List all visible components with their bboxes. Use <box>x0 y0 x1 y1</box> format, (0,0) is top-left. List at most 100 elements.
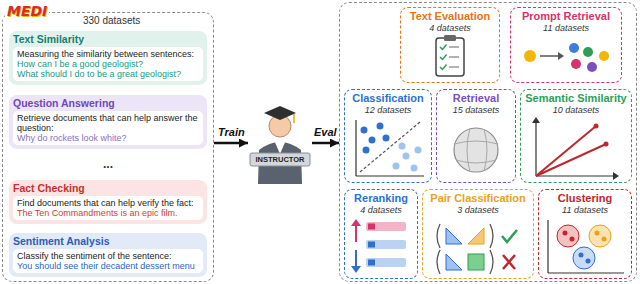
edge-label: Eval <box>313 126 338 139</box>
dataset-collection: MEDI330 datasetsText SimilarityMeasuring… <box>2 12 214 282</box>
instruction-text: Classify the sentiment of the sentence: <box>17 251 199 261</box>
ellipsis: ... <box>9 158 207 170</box>
class-dot <box>411 165 418 172</box>
query-dot <box>524 50 536 62</box>
pair-brackets <box>437 224 493 274</box>
instruction-panel: Measuring the similarity between sentenc… <box>13 47 203 81</box>
dataset-count: 10 datasets <box>521 105 631 116</box>
class-dot <box>393 163 400 170</box>
category-title: Pair Classification <box>423 192 533 205</box>
instruction-text: Measuring the similarity between sentenc… <box>17 49 199 59</box>
example-text: You should see their decadent dessert me… <box>17 261 199 271</box>
dataset-count: 3 datasets <box>423 205 533 216</box>
task-card: Text SimilarityMeasuring the similarity … <box>9 31 207 85</box>
instructor-shirt <box>274 140 286 154</box>
model-name: INSTRUCTOR <box>248 153 312 166</box>
cluster-point <box>586 259 591 264</box>
arrow-connector <box>214 142 248 145</box>
cluster <box>557 225 579 247</box>
category-title: Semantic Similarity <box>521 92 631 105</box>
rank-marker <box>368 224 375 230</box>
instruction-panel: Find documents that can help verify the … <box>13 196 203 220</box>
example-text: Why do rockets look white? <box>17 133 199 143</box>
class-dot <box>377 123 384 130</box>
task-title: Text Similarity <box>13 33 203 46</box>
category-title: Reranking <box>345 192 417 205</box>
prompt-dot <box>599 51 609 61</box>
clustering-icon <box>548 220 624 273</box>
retrieval-arrow <box>540 55 558 57</box>
pair-classification-icon <box>437 224 517 274</box>
decision-line <box>360 122 420 172</box>
eval-category: Clustering11 datasets <box>538 189 632 279</box>
vector-axes <box>536 122 614 176</box>
category-title: Prompt Retrieval <box>511 10 621 23</box>
evaluation-panel: Text Evaluation4 datasetsPrompt Retrieva… <box>339 2 637 282</box>
cluster-point <box>570 237 575 242</box>
task-title: Sentiment Analysis <box>13 235 203 248</box>
arrow-connector <box>312 142 339 145</box>
prompt-dot <box>569 43 579 53</box>
task-card: Sentiment AnalysisClassify the sentiment… <box>9 233 207 277</box>
example-text: How can I be a good geologist? <box>17 59 199 69</box>
up-arrowhead <box>351 219 361 226</box>
rank-bar <box>366 258 406 267</box>
eval-category: Semantic Similarity10 datasets <box>520 89 632 183</box>
dataset-count: 330 datasets <box>83 15 140 27</box>
instruction-text: Retrieve documents that can help answer … <box>17 113 199 133</box>
class-dot <box>399 143 406 150</box>
instruction-panel: Classify the sentiment of the sentence:Y… <box>13 249 203 273</box>
dataset-count: 4 datasets <box>345 205 417 216</box>
class-dot <box>361 127 368 134</box>
down-arrowhead <box>351 266 361 273</box>
cluster-point <box>602 237 607 242</box>
dataset-count: 15 datasets <box>437 105 515 116</box>
task-card: Fact CheckingFind documents that can hel… <box>9 180 207 224</box>
category-title: Clustering <box>539 192 631 205</box>
prompt-dot <box>583 47 593 57</box>
clipboard-clip <box>444 35 456 41</box>
task-title: Fact Checking <box>13 182 203 195</box>
example-text: The Ten Commandments is an epic film. <box>17 208 199 218</box>
class-dot <box>403 153 410 160</box>
eval-category: Classification12 datasets <box>344 89 432 183</box>
eval-category: Reranking4 datasets <box>344 189 418 279</box>
axis-head <box>532 117 540 123</box>
vector-tip <box>594 124 599 129</box>
cluster-point <box>579 253 584 258</box>
plot-axes <box>356 120 424 176</box>
prompt-dot <box>571 59 581 69</box>
rank-bar <box>366 222 406 231</box>
category-title: Text Evaluation <box>401 10 499 23</box>
task-card: Question AnsweringRetrieve documents tha… <box>9 95 207 149</box>
eval-category: Pair Classification3 datasets <box>422 189 534 279</box>
eval-category: Retrieval15 datasets <box>436 89 516 183</box>
rank-marker <box>368 242 375 248</box>
rank-marker <box>368 260 375 266</box>
reranking-icon <box>351 219 406 273</box>
mismatch-cross <box>503 255 515 269</box>
cap-tassel <box>293 114 295 123</box>
pair-shape <box>468 228 484 244</box>
up-arrow <box>355 224 357 242</box>
cluster <box>573 247 595 269</box>
instruction-text: Find documents that can help verify the … <box>17 198 199 208</box>
retrieval-icon <box>454 128 498 172</box>
dataset-count: 11 datasets <box>539 205 631 216</box>
eval-category: Text Evaluation4 datasets <box>400 7 500 83</box>
instructor-icon <box>250 106 310 184</box>
cluster-point <box>563 231 568 236</box>
match-check <box>502 230 517 242</box>
semantic-similarity-icon <box>532 117 619 180</box>
check-marks <box>440 45 447 70</box>
cluster <box>589 225 611 247</box>
axis-head <box>613 172 619 180</box>
globe <box>454 128 498 172</box>
task-title: Question Answering <box>13 97 203 110</box>
graduation-cap <box>264 106 296 120</box>
edge-label: Train <box>217 126 246 139</box>
class-dot <box>415 147 422 154</box>
list-lines <box>449 47 459 67</box>
pair-shape <box>468 254 484 270</box>
